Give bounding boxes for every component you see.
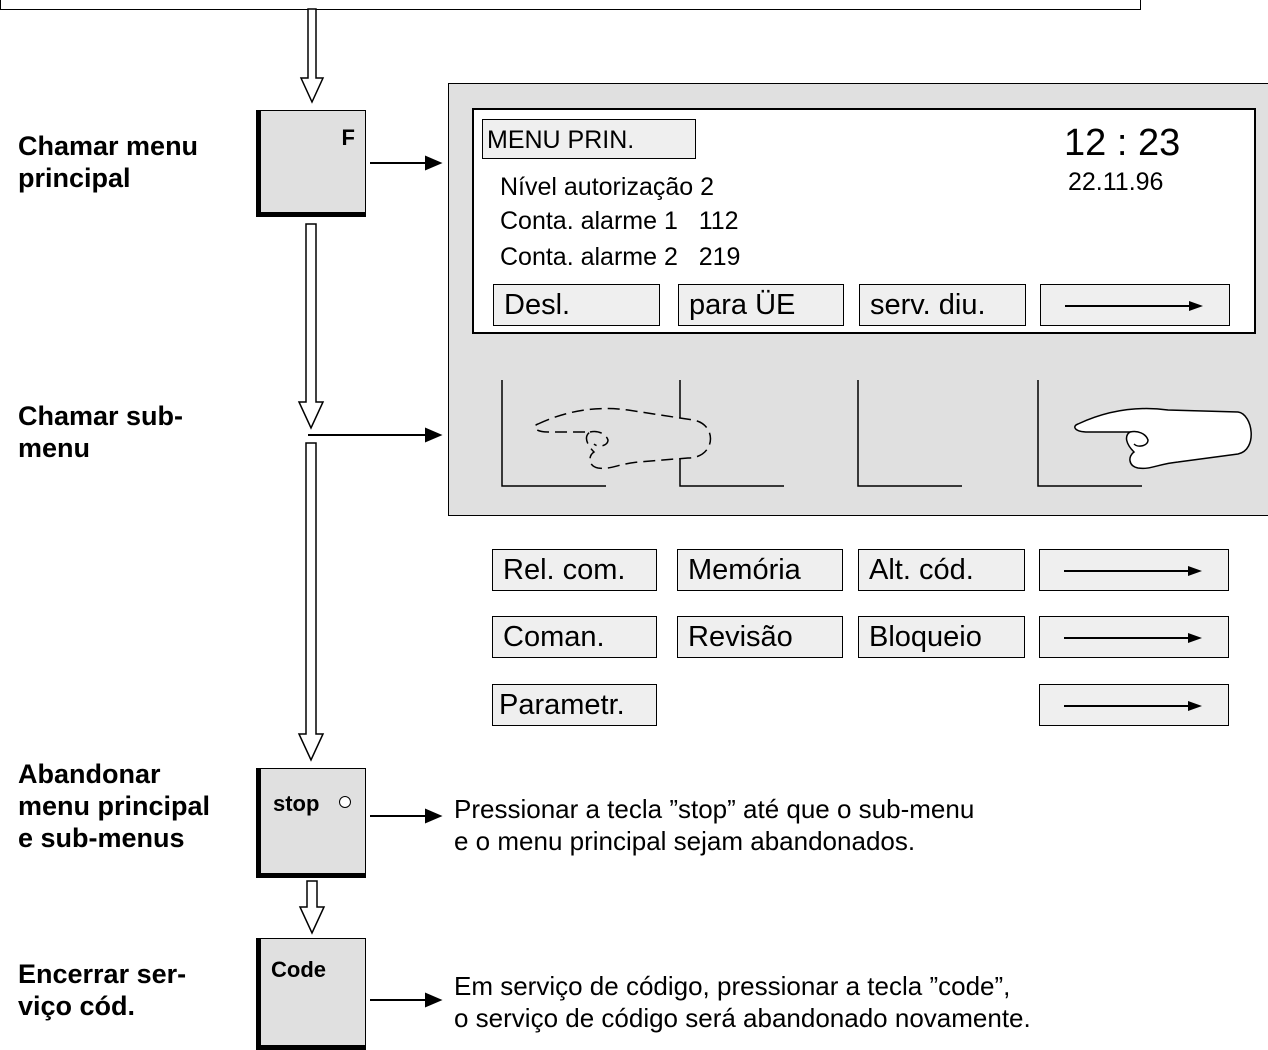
- alarm-counter-1-line: Conta. alarme 1 112: [500, 207, 739, 235]
- top-frame: [0, 0, 1141, 10]
- led-indicator-icon: [339, 796, 351, 808]
- code-key[interactable]: Code: [256, 938, 366, 1050]
- submenu-bloqueio[interactable]: Bloqueio: [858, 616, 1025, 658]
- step-label-end-code: Encerrar ser- viço cód.: [18, 959, 187, 1021]
- flow-arrow-2: [297, 223, 325, 430]
- flow-arrow-4: [298, 880, 326, 935]
- f-key[interactable]: F: [256, 110, 366, 217]
- softkey-next-arrow[interactable]: [1040, 284, 1230, 326]
- step-label-submenu: Chamar sub- menu: [18, 401, 184, 463]
- step-label-leave-menus: Abandonar menu principal e sub-menus: [18, 759, 211, 853]
- step-label-main-menu: Chamar menu principal: [18, 131, 199, 193]
- softkey-bracket-1: [501, 380, 606, 487]
- stop-key[interactable]: stop: [256, 768, 366, 878]
- submenu-memoria[interactable]: Memória: [677, 549, 843, 591]
- submenu-revisao[interactable]: Revisão: [677, 616, 843, 658]
- softkey-illustration: [501, 380, 1252, 487]
- lcd-screen: MENU PRIN. 12 : 23 22.11.96 Nível autori…: [472, 108, 1256, 334]
- clock-date: 22.11.96: [1068, 168, 1164, 196]
- softkey-serv-diu[interactable]: serv. diu.: [859, 284, 1026, 326]
- code-key-label: Code: [271, 957, 326, 982]
- submenu-row1-next[interactable]: [1039, 549, 1229, 591]
- pointing-hand-icon-right: [1074, 407, 1252, 470]
- submenu-parametr[interactable]: Parametr.: [492, 684, 657, 726]
- right-arrow-icon: [1064, 566, 1202, 576]
- submenu-row3-next[interactable]: [1039, 684, 1229, 726]
- alarm-counter-2-line: Conta. alarme 2 219: [500, 243, 741, 271]
- right-arrow-icon: [1064, 701, 1202, 711]
- softkey-bracket-2: [679, 380, 784, 487]
- menu-title: MENU PRIN.: [487, 126, 635, 154]
- menu-title-box: MENU PRIN.: [482, 119, 696, 159]
- flow-arrow-3: [297, 442, 325, 762]
- submenu-row2-next[interactable]: [1039, 616, 1229, 658]
- stop-instruction: Pressionar a tecla ”stop” até que o sub-…: [454, 794, 975, 856]
- f-key-label: F: [341, 125, 355, 150]
- auth-level-line: Nível autorização 2: [500, 173, 715, 201]
- stop-key-label: stop: [273, 791, 320, 816]
- pointing-hand-icon: [534, 407, 712, 470]
- right-arrow-icon: [1065, 301, 1203, 311]
- flow-arrow-1: [299, 8, 325, 104]
- softkey-para-ue[interactable]: para ÜE: [678, 284, 844, 326]
- clock-time: 12 : 23: [1064, 122, 1181, 164]
- submenu-alt-cod[interactable]: Alt. cód.: [858, 549, 1025, 591]
- submenu-coman[interactable]: Coman.: [492, 616, 657, 658]
- code-instruction: Em serviço de código, pressionar a tecla…: [454, 971, 1031, 1033]
- right-arrow-icon: [1064, 633, 1202, 643]
- softkey-desl[interactable]: Desl.: [493, 284, 660, 326]
- softkey-bracket-3: [857, 380, 962, 487]
- softkey-bracket-4: [1037, 380, 1142, 487]
- submenu-rel-com[interactable]: Rel. com.: [492, 549, 657, 591]
